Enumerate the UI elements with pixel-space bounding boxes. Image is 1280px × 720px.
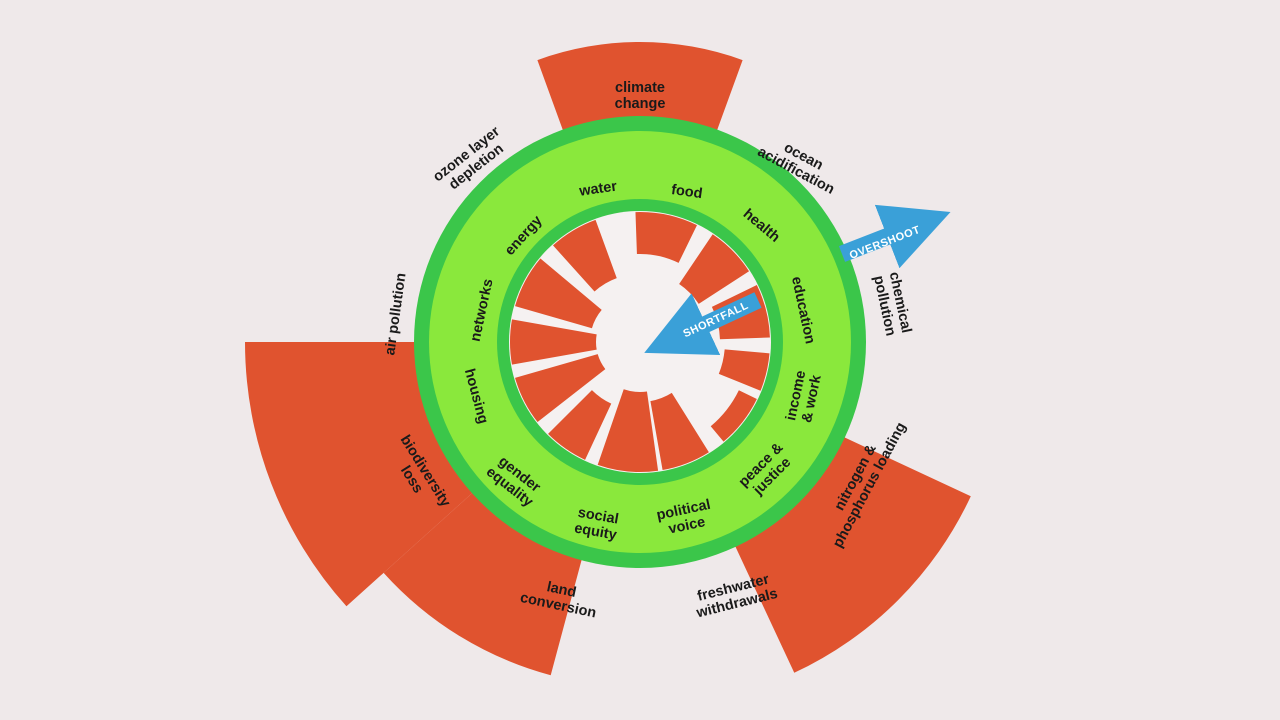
climate-change-overshoot-wedge [537,41,743,136]
overshoot-arrow-shaft [838,204,951,269]
shortfall-wedge [718,349,770,391]
biodiversity-loss-overshoot-wedge [245,342,477,607]
label-social-equity: socialequity [573,505,621,544]
shortfall-wedge [515,258,602,329]
shortfall-wedge [650,392,709,471]
label-food: food [670,182,703,202]
shortfall-wedge [553,219,617,292]
label-water: water [577,178,618,199]
shortfall-wedge [679,234,750,304]
shortfall-arrow-shaft [644,292,762,356]
overshoot-wedges [245,41,971,676]
overshoot-arrow: OVERSHOOT [838,204,951,269]
shortfall-wedge [597,389,659,473]
shortfall-wedge [510,319,597,365]
label-freshwater-withdrawals: freshwaterwithdrawals [690,570,779,621]
shortfall-wedges [510,212,770,473]
label-chemical-pollution: chemicalpollution [870,270,914,337]
shortfall-wedge [635,212,697,263]
nitrogen-phosphorus-overshoot-wedge [732,434,971,673]
shortfall-wedge [515,354,606,423]
shortfall-wedge [548,390,612,460]
shortfall-wedge [710,390,757,442]
